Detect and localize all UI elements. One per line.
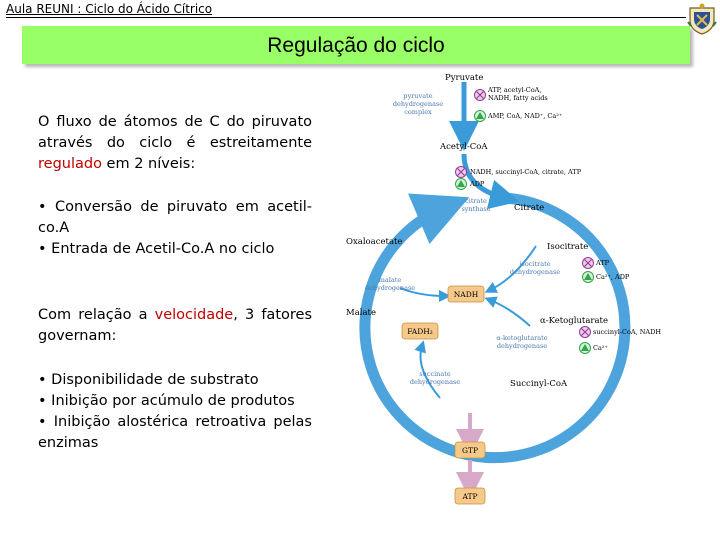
cs-enzyme-label: citrate: [465, 197, 487, 205]
slide-title: Regulação do ciclo: [267, 34, 445, 57]
citric-acid-cycle-diagram: Pyruvate Acetyl-CoA Citrate Isocitrate α…: [346, 73, 661, 505]
isocitrate-label: Isocitrate: [547, 242, 588, 252]
pdh-inhibitor-icon: [474, 89, 486, 101]
velocity-paragraph: Com relação a velocidade, 3 fatores gove…: [38, 305, 312, 347]
pyruvate-label: Pyruvate: [445, 73, 483, 83]
akg-activators: Ca²⁺: [593, 344, 608, 352]
nadh-box-label: NADH: [454, 290, 479, 299]
lecture-title: Aula REUNI : Ciclo do Ácido Cítrico: [6, 2, 213, 16]
cs-inhibitors: NADH, succinyl-CoA, citrate, ATP: [470, 168, 582, 176]
sdh-enzyme-label: dehydrogenase: [410, 378, 460, 386]
idh-activator-icon: [582, 271, 594, 283]
atp-box-label: ATP: [461, 492, 477, 501]
fadh2-box-label: FADH₂: [407, 327, 433, 336]
intro-text-end: em 2 níveis:: [101, 156, 196, 172]
pdh-activators: AMP, CoA, NAD⁺, Ca²⁺: [487, 112, 562, 120]
slide-title-banner: Regulação do ciclo: [22, 26, 690, 64]
level-item: • Conversão de piruvato em acetil-co.A: [38, 199, 312, 236]
idh-inhibitors: ATP: [595, 259, 610, 267]
level-item: • Entrada de Acetil-Co.A no ciclo: [38, 241, 275, 257]
fadh2-arrow: [414, 340, 441, 399]
idh-activators: Ca²⁺, ADP: [596, 273, 630, 281]
gtp-box-label: GTP: [462, 446, 478, 455]
university-logo: [687, 3, 717, 35]
idh-enzyme-label: dehydrogenase: [510, 268, 560, 276]
velocity-text: Com relação a: [38, 307, 155, 323]
nadh-arrow-malate: [399, 287, 451, 302]
factor-item: • Inibição alostérica retroativa pelas e…: [38, 414, 312, 451]
pdh-enzyme-label: pyruvate: [403, 92, 432, 100]
pdh-inhibitors: ATP, acetyl-CoA,: [487, 86, 541, 94]
velocity-text-end: , 3 fatores governam:: [38, 307, 312, 344]
malate-label: Malate: [346, 308, 376, 318]
acetylcoa-label: Acetyl-CoA: [439, 142, 488, 152]
intro-emphasis: regulado: [38, 156, 102, 172]
pdh-activator-icon: [474, 110, 486, 122]
nadh-box: [447, 285, 485, 303]
akg-label: α-Ketoglutarate: [540, 316, 608, 326]
akg-activator-icon: [579, 342, 591, 354]
idh-enzyme-label: isocitrate: [519, 260, 550, 268]
sdh-enzyme-label: succinate: [419, 370, 451, 378]
mdh-enzyme-label: malate: [379, 276, 402, 284]
akg-inhibitors: succinyl-CoA, NADH: [593, 328, 661, 336]
akgdh-enzyme-label: dehydrogenase: [497, 342, 547, 350]
gtp-box: [454, 441, 486, 459]
fadh2-box: [401, 322, 439, 340]
succinylcoa-label: Succinyl-CoA: [510, 379, 568, 389]
factor-item: • Inibição por acúmulo de produtos: [38, 393, 295, 409]
cs-inhibitor-icon: [455, 166, 467, 178]
citrate-label: Citrate: [514, 203, 544, 213]
nadh-arrow: [484, 245, 537, 293]
akgdh-enzyme-label: α-ketoglutarate: [496, 334, 547, 342]
cs-activators: ADP: [469, 180, 485, 188]
pdh-inhibitors: NADH, fatty acids: [488, 94, 548, 102]
nadh-arrow-akg: [484, 296, 531, 327]
pdh-enzyme-label: complex: [404, 108, 432, 116]
regulation-levels-list: • Conversão de piruvato em acetil-co.A •…: [38, 197, 312, 260]
velocity-emphasis: velocidade: [154, 307, 234, 323]
header-divider: [6, 17, 686, 18]
cycle-arrow: [359, 192, 631, 464]
oxaloacetate-label: Oxaloacetate: [346, 237, 402, 247]
cs-activator-icon: [455, 178, 467, 190]
intro-text: O fluxo de átomos de C do piruvato atrav…: [38, 114, 312, 151]
akg-inhibitor-icon: [579, 326, 591, 338]
idh-inhibitor-icon: [582, 257, 594, 269]
factor-item: • Disponibilidade de substrato: [38, 372, 259, 388]
pdh-enzyme-label: dehydrogenase: [393, 100, 443, 108]
acetylcoa-arrow: [461, 153, 520, 210]
mdh-enzyme-label: dehydrogenase: [365, 284, 415, 292]
cs-enzyme-label: synthase: [461, 205, 490, 213]
factors-list: • Disponibilidade de substrato • Inibiçã…: [38, 370, 312, 454]
intro-paragraph: O fluxo de átomos de C do piruvato atrav…: [38, 112, 312, 175]
atp-box: [454, 487, 486, 505]
